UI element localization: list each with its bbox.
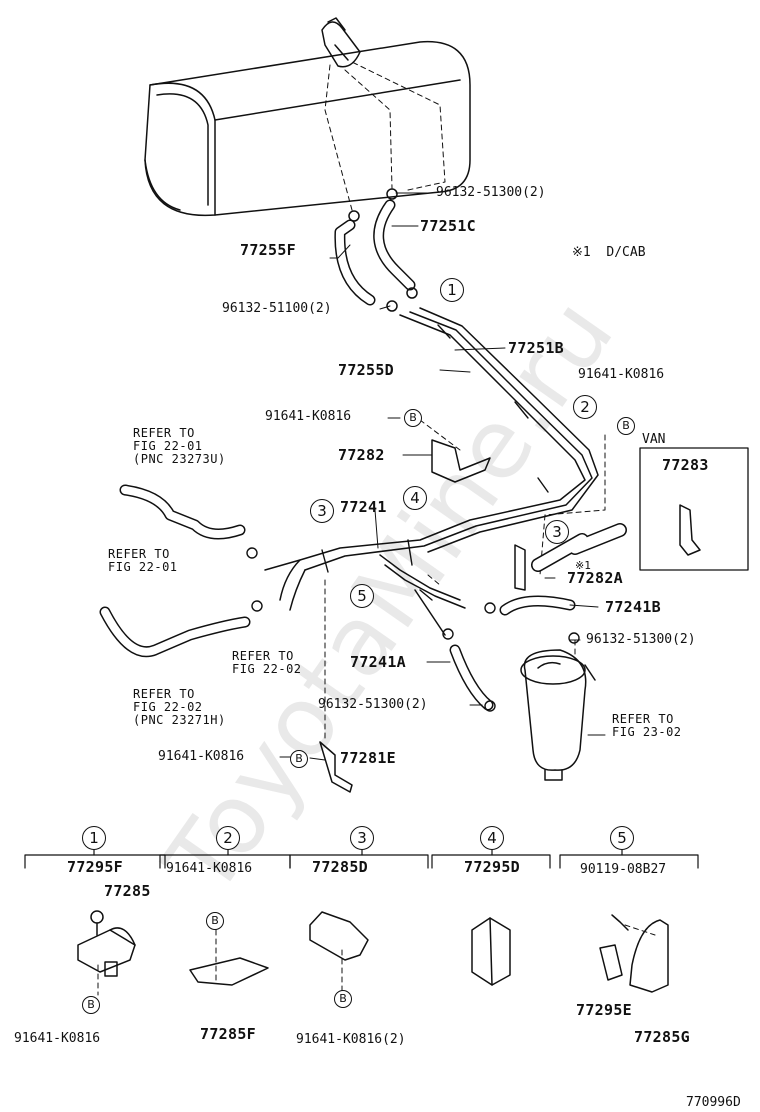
b-marker-lower: B <box>290 750 308 768</box>
detail-callout-4: 4 <box>480 826 504 850</box>
part-77241B: 77241B <box>605 598 661 616</box>
part-77255D: 77255D <box>338 361 394 379</box>
part-91641-K0816-mid: 91641-K0816 <box>265 409 352 424</box>
part-77241A: 77241A <box>350 653 406 671</box>
tank-hoses <box>334 188 418 312</box>
b-marker-mid: B <box>404 409 422 427</box>
part-77281E: 77281E <box>340 749 396 767</box>
part-91641-K0816-lower: 91641-K0816 <box>158 749 245 764</box>
detail-3-part-91641-K0816-2: 91641-K0816(2) <box>296 1032 406 1047</box>
detail-5-part-77295E: 77295E <box>576 1001 632 1019</box>
refer-fig-22-02-pnc: REFER TO FIG 22-02 (PNC 23271H) <box>133 687 226 727</box>
refer-fig-22-01-pnc: REFER TO FIG 22-01 (PNC 23273U) <box>133 426 226 466</box>
filter-hoses <box>449 595 576 711</box>
refer-fig-22-01: REFER TO FIG 22-01 <box>108 547 178 574</box>
van-box <box>639 447 749 571</box>
detail-1-part-77295F: 77295F <box>67 858 123 876</box>
b-marker-detail-3: B <box>334 990 352 1008</box>
filler-neck <box>321 17 361 68</box>
callout-1: 1 <box>440 278 464 302</box>
part-91641-K0816-right: 91641-K0816 <box>578 367 665 382</box>
callout-4: 4 <box>403 486 427 510</box>
refer-fig-23-02: REFER TO FIG 23-02 <box>612 712 682 739</box>
callout-5: 5 <box>350 584 374 608</box>
part-96132-51300-filter: 96132-51300(2) <box>586 632 696 647</box>
b-marker-detail-1: B <box>82 996 100 1014</box>
part-77251B: 77251B <box>508 339 564 357</box>
pipe-clips <box>246 324 580 712</box>
detail-callout-2: 2 <box>216 826 240 850</box>
detail-4-part-77295D: 77295D <box>464 858 520 876</box>
detail-callout-3: 3 <box>350 826 374 850</box>
b-marker-detail-2: B <box>206 912 224 930</box>
callout-3-right: 3 <box>545 520 569 544</box>
fuel-tank <box>144 40 471 217</box>
refer-fig-22-02: REFER TO FIG 22-02 <box>232 649 302 676</box>
part-77255F: 77255F <box>240 241 296 259</box>
detail-5-part-90119-08B27: 90119-08B27 <box>580 862 667 877</box>
part-77251C: 77251C <box>420 217 476 235</box>
detail-brackets <box>24 849 699 869</box>
figure-code: 770996D <box>686 1095 741 1110</box>
callout-3-left: 3 <box>310 499 334 523</box>
note-mark-small: ※1 <box>575 559 591 572</box>
part-77283: 77283 <box>662 456 709 474</box>
detail-1-part-91641-K0816: 91641-K0816 <box>14 1031 101 1046</box>
b-marker-right: B <box>617 417 635 435</box>
brackets <box>319 439 526 793</box>
detail-5-part-77285G: 77285G <box>634 1028 690 1046</box>
label-leaders <box>279 192 606 761</box>
part-77282: 77282 <box>338 446 385 464</box>
detail-1-part-77285: 77285 <box>104 882 151 900</box>
detail-3-part-77285D: 77285D <box>312 858 368 876</box>
detail-2-part-77285F: 77285F <box>200 1025 256 1043</box>
note-d-cab: ※1 D/CAB <box>572 245 646 260</box>
part-96132-51100: 96132-51100(2) <box>222 301 332 316</box>
detail-parts <box>77 910 669 993</box>
fuel-filter <box>520 649 596 781</box>
van-label: VAN <box>642 432 666 447</box>
part-96132-51300-tank: 96132-51300(2) <box>436 185 546 200</box>
left-hoses <box>99 484 251 658</box>
detail-2-part-91641-K0816: 91641-K0816 <box>166 861 253 876</box>
part-77241: 77241 <box>340 498 387 516</box>
fuel-pipes <box>264 307 599 636</box>
part-96132-51300-lower: 96132-51300(2) <box>318 697 428 712</box>
callout-2: 2 <box>573 395 597 419</box>
detail-callout-1: 1 <box>82 826 106 850</box>
detail-callout-5: 5 <box>610 826 634 850</box>
part-77282A: 77282A <box>567 569 623 587</box>
